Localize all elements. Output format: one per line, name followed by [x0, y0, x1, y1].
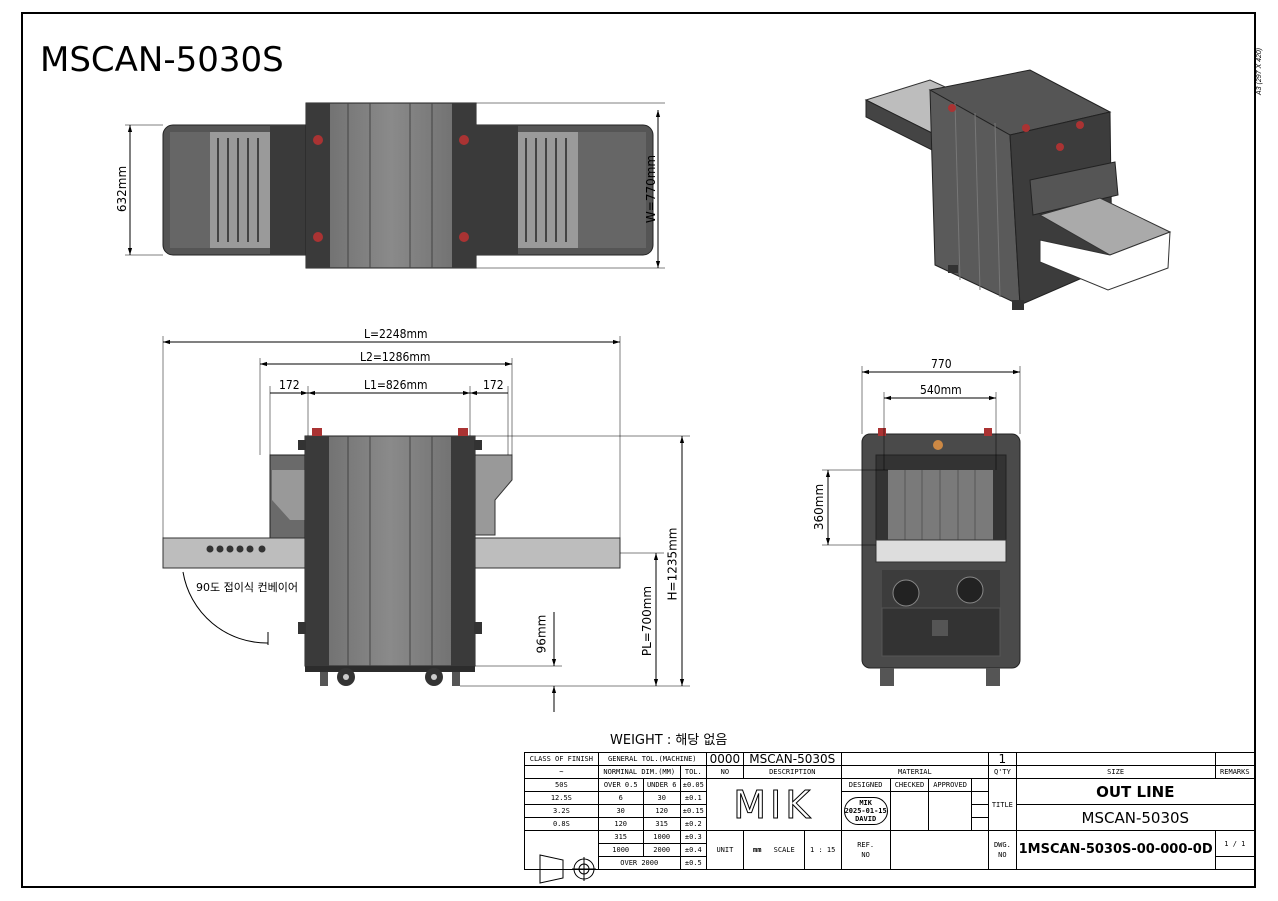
dim-foot-height: 96mm: [534, 614, 549, 654]
tol-cell: ±0.05: [679, 778, 707, 792]
tol-cell: 1000: [642, 830, 681, 844]
tol-cell: ±0.4: [679, 843, 707, 857]
weight-label: WEIGHT : 해당 없음: [610, 733, 728, 748]
tol-cell: 30: [597, 804, 644, 818]
remarks-label: REMARKS: [1214, 765, 1256, 779]
tol-cell: ±0.1: [679, 791, 707, 805]
material-label: MATERIAL: [840, 765, 990, 779]
dim-tunnel-width: 540mm: [920, 383, 962, 397]
tol-cell: ±0.3: [679, 830, 707, 844]
finish-row-3: 3.2S: [524, 804, 599, 818]
stamp-name: DAVID: [855, 815, 877, 823]
finish-row-0: ~: [524, 765, 599, 779]
scale-label: SCALE: [773, 846, 795, 854]
checked-label: CHECKED: [889, 778, 930, 792]
dim-top-width: W=770mm: [644, 154, 659, 224]
tol-label: TOL.: [679, 765, 707, 779]
tol-cell: 2000: [642, 843, 681, 857]
quantity-value: 1: [988, 752, 1017, 766]
dwg-label: DWG.: [993, 841, 1011, 849]
tol-cell: OVER 0.5: [597, 778, 644, 792]
end-view: [822, 366, 1021, 686]
drawing-title-line1: OUT LINE: [1015, 778, 1256, 805]
dim-side-left: 172: [279, 378, 300, 392]
isometric-view: [864, 69, 1172, 310]
dim-length-l1: L1=826mm: [364, 378, 428, 392]
dim-height-total: H=1235mm: [665, 527, 680, 601]
nominal-dim-label: NORMINAL DIM.(MM): [597, 765, 681, 779]
tol-cell: 120: [642, 804, 681, 818]
class-of-finish-label: CLASS OF FINISH: [524, 752, 599, 766]
tol-cell: UNDER 6: [642, 778, 681, 792]
finish-row-4: 0.8S: [524, 817, 599, 831]
tol-cell: 120: [597, 817, 644, 831]
tol-cell: ±0.5: [679, 856, 707, 870]
description-label: DESCRIPTION: [742, 765, 842, 779]
designed-label: DESIGNED: [840, 778, 891, 792]
part-number: 0000: [705, 752, 744, 766]
scale-value: 1 : 15: [803, 830, 842, 870]
unit-label: UNIT: [705, 830, 744, 870]
dim-pass-line: PL=700mm: [640, 585, 655, 657]
dim-front-width: 770: [931, 357, 952, 371]
drawing-title: MSCAN-5030S: [40, 40, 284, 80]
general-tol-label: GENERAL TOL.(MACHINE): [597, 752, 707, 766]
tol-cell: 1000: [597, 843, 644, 857]
qty-label: Q'TY: [988, 765, 1017, 779]
approval-stamp: MIK 2025-01-15 DAVID: [840, 791, 891, 831]
ref-no-label: NO: [861, 851, 870, 859]
title-block: CLASS OF FINISH GENERAL TOL.(MACHINE) 00…: [524, 752, 1256, 870]
dim-side-right: 172: [483, 378, 504, 392]
size-label: SIZE: [1015, 765, 1216, 779]
drawing-number: 1MSCAN-5030S-00-000-0D: [1015, 830, 1216, 870]
sheet-number: 1 / 1: [1214, 830, 1256, 857]
tol-cell: ±0.2: [679, 817, 707, 831]
company-logo: MIK: [705, 778, 842, 831]
tol-cell: 315: [597, 830, 644, 844]
part-description: MSCAN-5030S: [742, 752, 842, 766]
dim-length-total: L=2248mm: [364, 327, 428, 341]
drawing-title-line2: MSCAN-5030S: [1015, 804, 1256, 831]
tol-cell: ±0.15: [679, 804, 707, 818]
stamp-date: 2025-01-15: [844, 807, 887, 815]
dim-tunnel-height: 360mm: [812, 483, 827, 531]
dim-top-height: 632mm: [115, 165, 130, 213]
finish-row-2: 12.5S: [524, 791, 599, 805]
dim-length-l2: L2=1286mm: [360, 350, 431, 364]
drawing-frame: [21, 12, 1256, 888]
tol-cell: 315: [642, 817, 681, 831]
front-view: [162, 336, 690, 712]
dwg-no-label: NO: [998, 851, 1007, 859]
conveyor-callout: 90도 접이식 컨베이어: [196, 581, 298, 594]
unit-value: mm: [753, 846, 762, 854]
approved-label: APPROVED: [928, 778, 972, 792]
no-label: NO: [705, 765, 744, 779]
ref-label: REF.: [857, 841, 875, 849]
top-view: [125, 102, 665, 269]
tol-cell: 6: [597, 791, 644, 805]
title-label: TITLE: [988, 778, 1017, 831]
stamp-company: MIK: [859, 799, 872, 807]
tol-cell: OVER 2000: [597, 856, 681, 870]
finish-row-1: 50S: [524, 778, 599, 792]
tol-cell: 30: [642, 791, 681, 805]
